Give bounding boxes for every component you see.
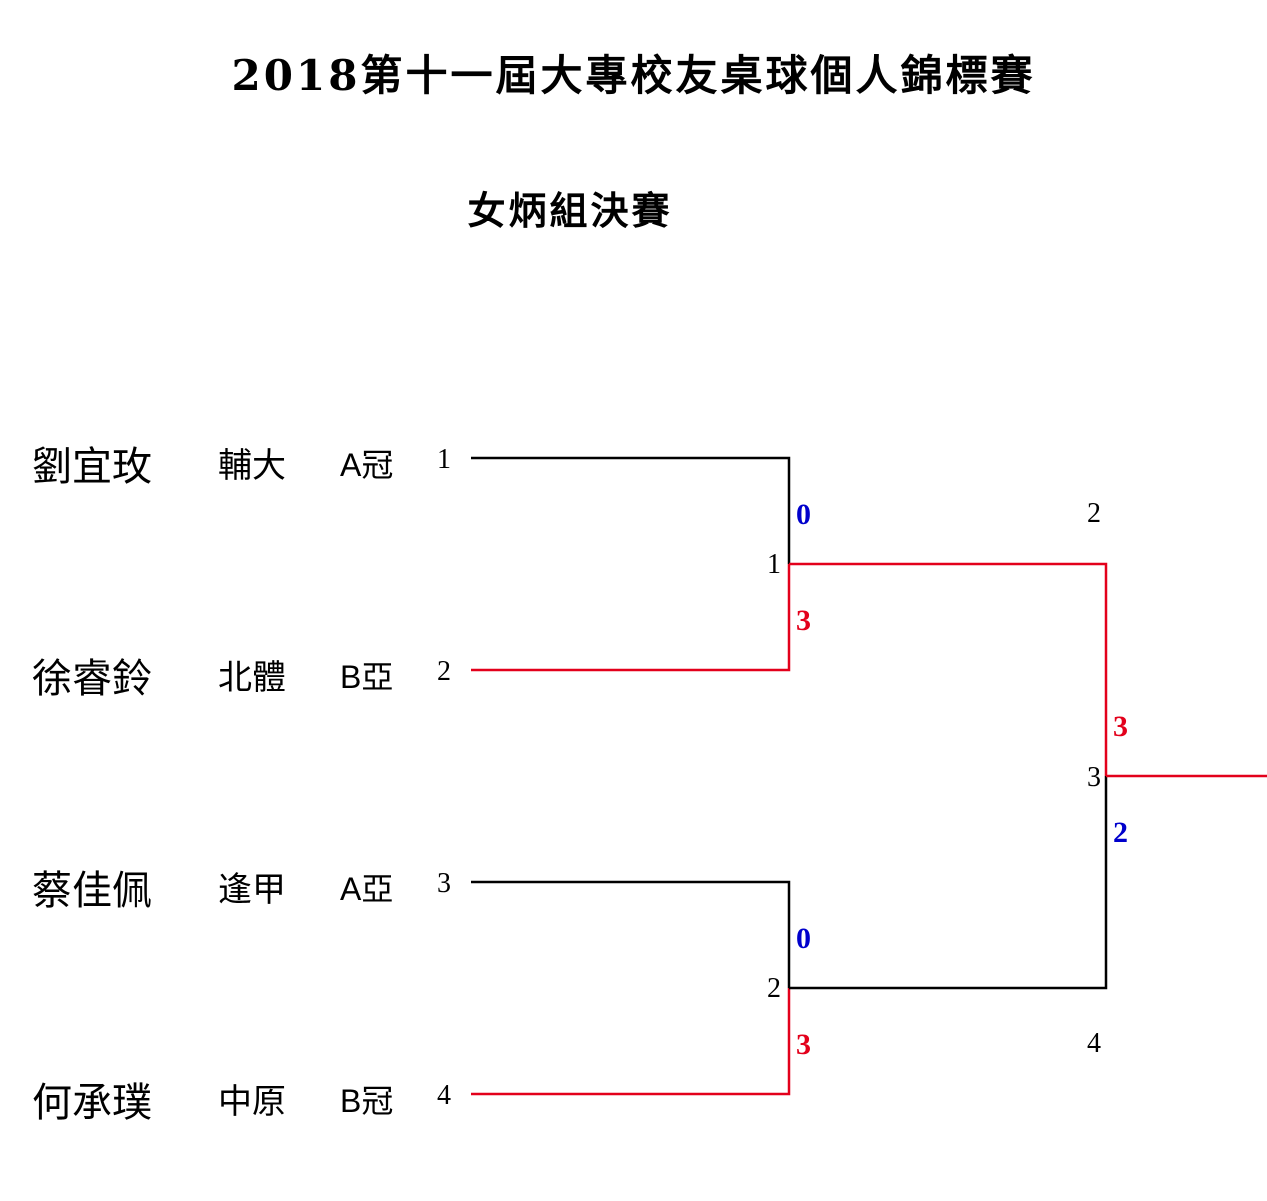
player-3-school: 逢甲 <box>218 870 286 910</box>
player-2-seed: 2 <box>437 656 451 687</box>
player-4-school: 中原 <box>218 1082 286 1122</box>
player-1-seed: 1 <box>437 444 451 475</box>
page-title: 2018第十一屆大專校友桌球個人錦標賽 <box>231 51 1036 100</box>
player-4-seed: 4 <box>437 1080 451 1111</box>
page-subtitle: 女炳組決賽 <box>467 188 673 233</box>
final-bottom-score: 2 <box>1113 816 1128 849</box>
final-bottom-label: 4 <box>1087 1028 1101 1059</box>
final-top-label: 2 <box>1087 498 1101 529</box>
player-1-school: 輔大 <box>218 446 286 486</box>
player-1-rank: A冠 <box>340 447 394 483</box>
player-3-rank: A亞 <box>340 871 394 907</box>
player-3-name: 蔡佳佩 <box>32 868 152 914</box>
bracket-line-m1-winner <box>789 562 1108 776</box>
match-2-top-score: 0 <box>796 922 811 955</box>
bracket-line-p4 <box>471 988 791 1096</box>
player-2-name: 徐睿鈴 <box>32 656 152 702</box>
final-label: 3 <box>1087 762 1101 793</box>
player-2-rank: B亞 <box>340 659 394 695</box>
match-1-top-score: 0 <box>796 498 811 531</box>
player-4-rank: B冠 <box>340 1083 394 1119</box>
bracket-line-m2-winner <box>789 776 1108 990</box>
player-1-name: 劉宜玫 <box>32 444 152 490</box>
bracket-line-p1 <box>471 456 791 564</box>
match-1-bottom-score: 3 <box>796 604 811 637</box>
match-2-bottom-score: 3 <box>796 1028 811 1061</box>
player-3-seed: 3 <box>437 868 451 899</box>
match-2-label: 2 <box>767 973 781 1004</box>
player-2-school: 北體 <box>218 658 286 698</box>
player-4-name: 何承璞 <box>32 1080 152 1126</box>
bracket-line-p2 <box>471 564 791 672</box>
bracket-line-p3 <box>471 880 791 988</box>
final-top-score: 3 <box>1113 710 1128 743</box>
match-1-label: 1 <box>767 549 781 580</box>
